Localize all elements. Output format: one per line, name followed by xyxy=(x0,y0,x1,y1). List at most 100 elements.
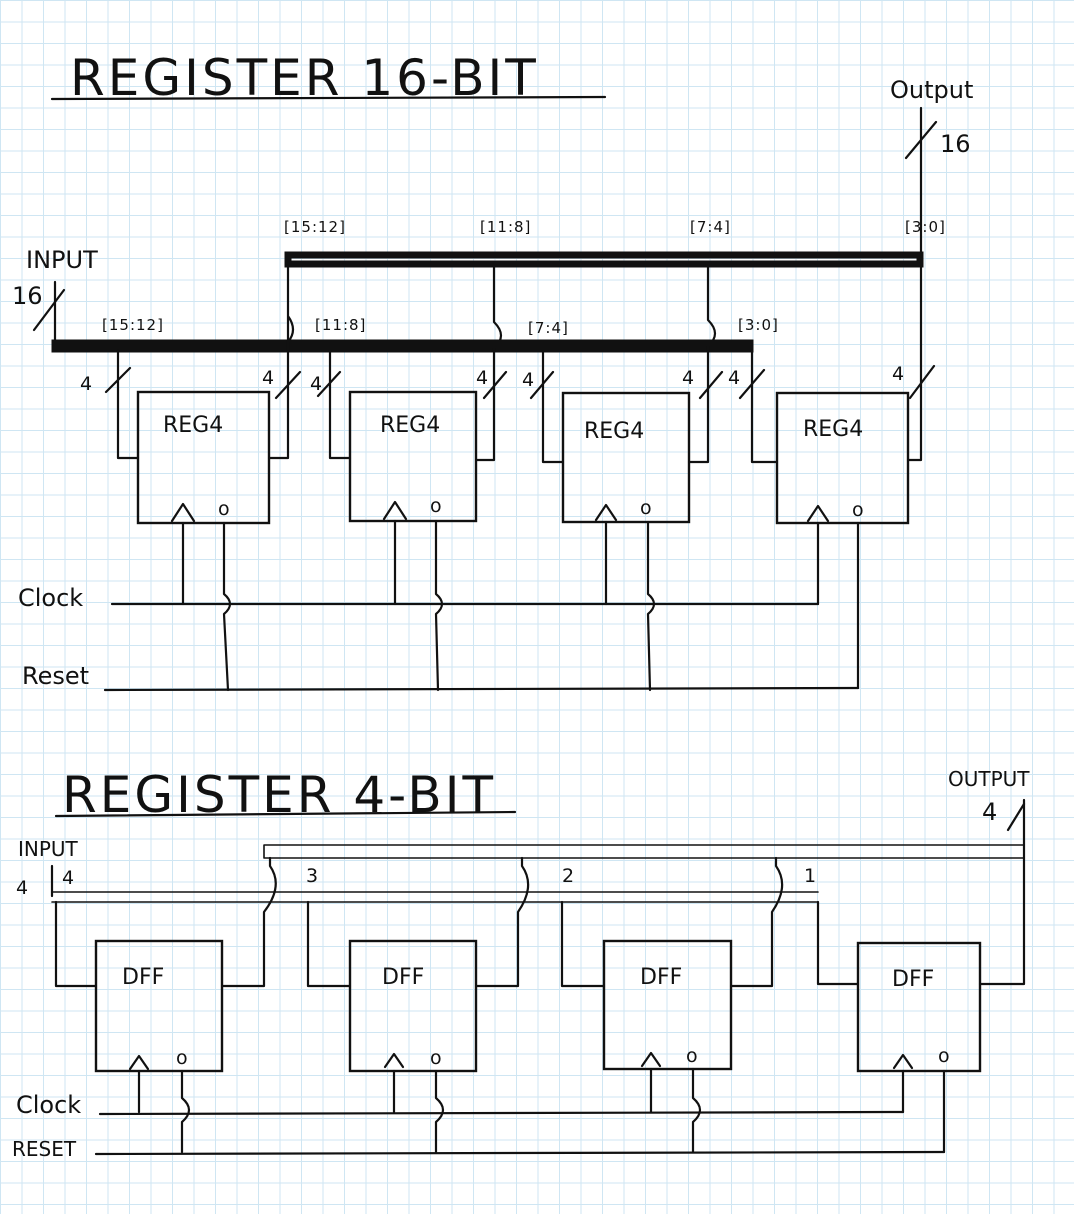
dff-input-wire xyxy=(560,900,606,988)
clock-pin-icon xyxy=(170,502,196,523)
slice-slash xyxy=(274,370,302,400)
input-slice-wire xyxy=(328,348,352,460)
output-bus-slash xyxy=(904,120,938,160)
clock-pin-icon xyxy=(594,503,618,522)
dff-label: DFF xyxy=(382,965,424,990)
reset-drop xyxy=(180,1069,191,1154)
reset-pin: o xyxy=(938,1045,950,1067)
dff-output-wire xyxy=(474,856,530,988)
output-slice-wire xyxy=(474,264,503,462)
slice-width: 4 xyxy=(310,373,322,395)
output-bus xyxy=(284,251,924,268)
slice-width: 4 xyxy=(682,367,694,389)
input-slice-wire xyxy=(750,348,779,464)
slice-slash xyxy=(316,370,342,398)
output-wire xyxy=(978,798,1026,986)
reset-pin: o xyxy=(430,1047,442,1069)
clock-label: Clock xyxy=(16,1091,81,1119)
reset-pin: o xyxy=(640,497,652,519)
reg4-block: REG4 o 4 4 xyxy=(522,264,724,692)
slice-slash xyxy=(698,370,724,400)
slice-width: 4 xyxy=(80,373,92,395)
input-label: INPUT xyxy=(26,246,98,274)
out-bus-label-4: [3:0] xyxy=(905,218,946,236)
reset-drop xyxy=(434,1069,445,1154)
slice-width: 4 xyxy=(262,367,274,389)
out-bus-label-1: [15:12] xyxy=(284,218,346,236)
input-width: 16 xyxy=(12,282,43,310)
input-slice-wire xyxy=(116,348,140,460)
output-label: OUTPUT xyxy=(948,767,1030,791)
slice-width: 4 xyxy=(522,369,534,391)
clock-pin-icon xyxy=(382,500,408,521)
input-bus-width: 4 xyxy=(62,867,74,889)
dff-input-wire xyxy=(306,900,352,988)
dff-block: DFF o xyxy=(306,856,530,1154)
reg4-block: REG4 o 4 4 xyxy=(80,264,302,692)
slice-width: 4 xyxy=(728,367,740,389)
reg4-label: REG4 xyxy=(584,419,644,444)
dff-label: DFF xyxy=(892,967,934,992)
reset-pin: o xyxy=(852,499,864,521)
dff-input-wire xyxy=(54,900,98,988)
register-4-bit-section: REGISTER 4-BIT OUTPUT 4 INPUT 4 4 3 2 1 … xyxy=(12,766,1030,1161)
output-slice-wire xyxy=(687,264,717,464)
reset-line xyxy=(94,1150,946,1156)
reset-drop xyxy=(646,520,656,692)
bit-label-3: 3 xyxy=(306,865,318,887)
clock-pin-icon xyxy=(128,1054,150,1071)
input-width: 4 xyxy=(16,877,28,899)
clock-pin-icon xyxy=(640,1051,662,1068)
reset-drop xyxy=(434,519,444,692)
reset-label: Reset xyxy=(22,662,89,690)
slice-slash xyxy=(529,370,555,400)
reg4-label: REG4 xyxy=(163,413,223,438)
in-bus-label-1: [15:12] xyxy=(102,316,164,334)
input-label: INPUT xyxy=(18,837,79,861)
dff-block: DFF o xyxy=(560,856,784,1154)
bit-label-1: 1 xyxy=(804,865,816,887)
slice-slash xyxy=(908,364,936,400)
dff-label: DFF xyxy=(640,965,682,990)
dff-block: DFF o xyxy=(54,856,277,1154)
bit-label-2: 2 xyxy=(562,865,574,887)
input-bus xyxy=(51,339,754,353)
output-bus-slash xyxy=(1006,802,1026,832)
register-16-bit-section: REGISTER 16-BIT Output 16 [15:12] [11:8]… xyxy=(12,49,973,692)
dff-label: DFF xyxy=(122,965,164,990)
reset-pin: o xyxy=(430,495,442,517)
slice-slash xyxy=(482,370,508,400)
in-bus-label-3: [7:4] xyxy=(528,319,569,337)
clock-pin-icon xyxy=(892,1053,914,1070)
output-bus xyxy=(263,844,1025,859)
reset-label: RESET xyxy=(12,1137,77,1161)
dff-output-wire xyxy=(220,856,277,988)
out-bus-label-3: [7:4] xyxy=(690,218,731,236)
output-width: 4 xyxy=(982,798,997,826)
reset-drop xyxy=(691,1067,702,1154)
dff-input-wire xyxy=(816,900,860,986)
slice-slash xyxy=(738,368,766,400)
slice-width: 4 xyxy=(476,367,488,389)
input-bus xyxy=(51,891,819,903)
slice-slash xyxy=(104,366,132,394)
title-underline xyxy=(50,95,607,101)
reset-pin: o xyxy=(218,498,230,520)
output-width: 16 xyxy=(940,130,971,158)
output-wire xyxy=(906,106,923,462)
in-bus-label-4: [3:0] xyxy=(738,316,779,334)
reset-line xyxy=(103,686,860,692)
reg4-label: REG4 xyxy=(380,413,440,438)
output-slice-wire xyxy=(267,264,295,460)
clock-label: Clock xyxy=(18,584,83,612)
reset-pin: o xyxy=(176,1047,188,1069)
output-label: Output xyxy=(890,76,973,104)
clock-pin-icon xyxy=(806,504,830,523)
in-bus-label-2: [11:8] xyxy=(315,316,366,334)
reset-drop xyxy=(222,521,232,692)
dff-block: DFF o xyxy=(816,900,982,1154)
clock-pin-icon xyxy=(383,1052,405,1069)
input-bus-slash xyxy=(32,288,66,332)
reg4-label: REG4 xyxy=(803,417,863,442)
